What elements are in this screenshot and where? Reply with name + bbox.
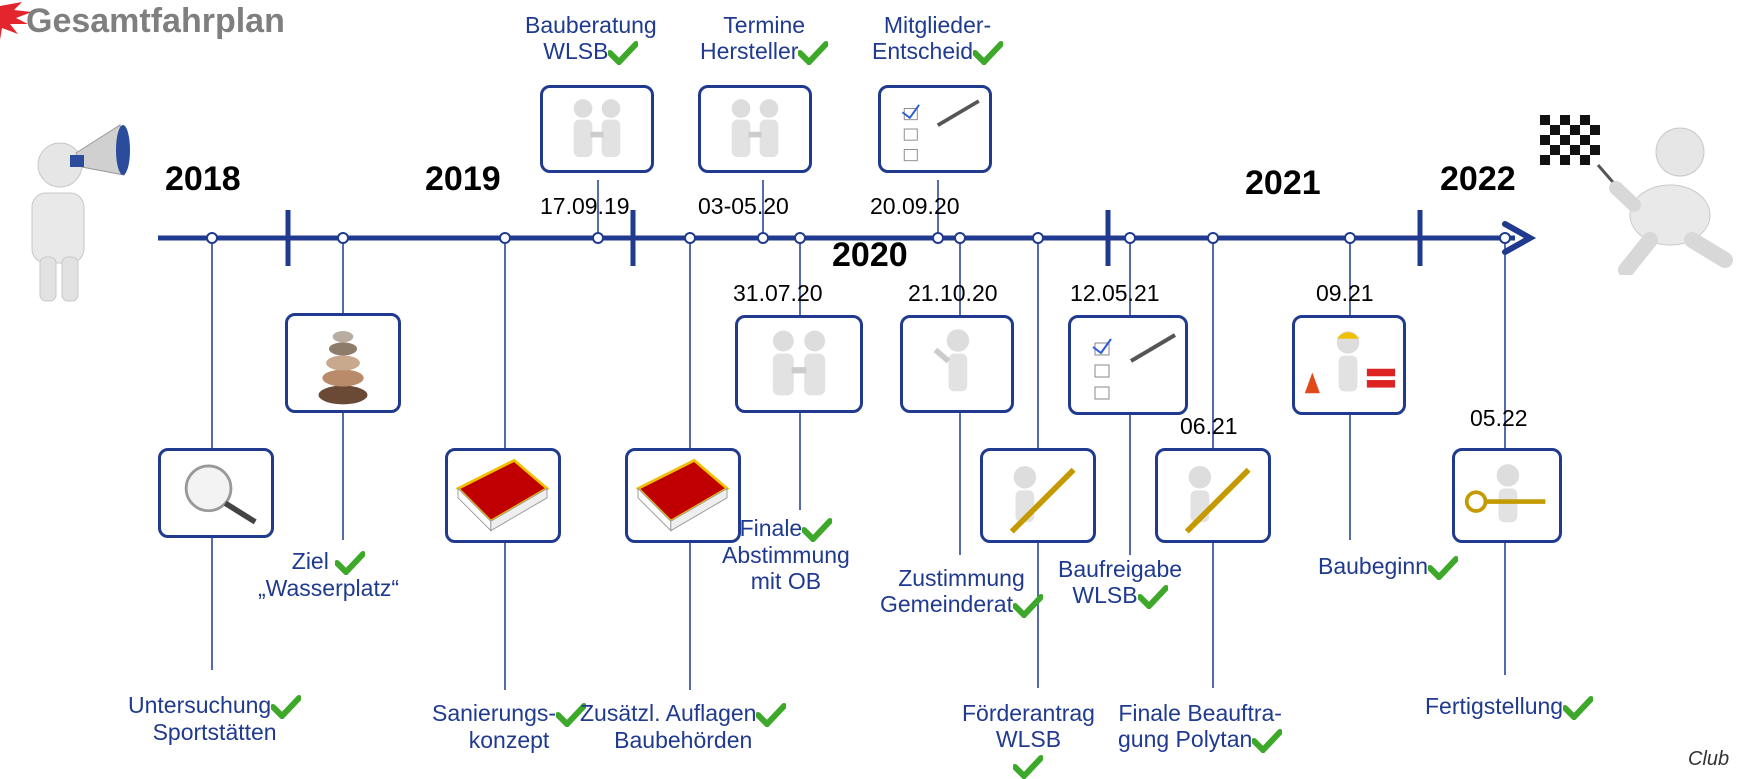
year-label: 2018 bbox=[165, 160, 241, 198]
milestone-label: Finale Abstimmung mit OB bbox=[722, 515, 850, 594]
date-label: 21.10.20 bbox=[908, 280, 998, 306]
checkmark-icon bbox=[335, 550, 366, 575]
milestone-label: Termine Hersteller bbox=[700, 12, 829, 65]
date-label: 03-05.20 bbox=[698, 193, 789, 219]
red-splash-icon bbox=[0, 2, 32, 40]
year-label: 2019 bbox=[425, 160, 501, 198]
date-label: 31.07.20 bbox=[733, 280, 823, 306]
thumbs-up-figure-icon bbox=[900, 315, 1014, 413]
checkmark-icon bbox=[1252, 728, 1283, 753]
year-label: 2021 bbox=[1245, 164, 1321, 202]
checkmark-icon bbox=[802, 517, 833, 542]
checklist-icon bbox=[1068, 315, 1188, 415]
milestone-label: Finale Beauftra- gung Polytan bbox=[1118, 700, 1283, 753]
milestone-label: Bauberatung WLSB bbox=[525, 12, 657, 65]
checkmark-icon bbox=[271, 694, 302, 719]
milestone-label: Untersuchung Sportstätten bbox=[128, 692, 302, 745]
timeline-arrow-head bbox=[1502, 221, 1537, 255]
milestone-label: Baufreigabe WLSB bbox=[1058, 556, 1183, 609]
handshake-icon bbox=[698, 85, 812, 173]
date-label: 09.21 bbox=[1316, 280, 1374, 306]
key-figure-icon bbox=[1452, 448, 1562, 543]
megaphone-figure-icon bbox=[31, 124, 130, 302]
year-label: 2022 bbox=[1440, 160, 1516, 198]
checkmark-icon bbox=[1013, 754, 1044, 779]
milestone-label: Baubeginn bbox=[1318, 553, 1458, 580]
milestone-label: Förderantrag WLSB bbox=[962, 700, 1095, 779]
checklist-icon bbox=[878, 85, 992, 173]
handshake-icon bbox=[540, 85, 654, 173]
pen-figure-icon bbox=[980, 448, 1096, 543]
year-label: 2020 bbox=[832, 236, 908, 274]
milestone-label: Sanierungs- konzept bbox=[432, 700, 587, 753]
stacked-stones-icon bbox=[285, 313, 401, 413]
milestone-label: Mitglieder- Entscheid bbox=[872, 12, 1004, 65]
checkmark-icon bbox=[973, 40, 1004, 65]
club-logo: Club bbox=[1688, 748, 1730, 770]
pen-figure-icon bbox=[1155, 448, 1271, 543]
checkmark-icon bbox=[1563, 695, 1594, 720]
magnifier-icon bbox=[158, 448, 274, 538]
construction-worker-icon bbox=[1292, 315, 1406, 415]
checkmark-icon bbox=[556, 702, 587, 727]
milestone-label: Zustimmung Gemeinderat bbox=[880, 565, 1043, 618]
checkmark-icon bbox=[1137, 584, 1168, 609]
date-label: 06.21 bbox=[1180, 413, 1238, 439]
date-label: 12.05.21 bbox=[1070, 280, 1160, 306]
checkmark-icon bbox=[1012, 593, 1043, 618]
checkmark-icon bbox=[1428, 555, 1458, 580]
checkered-flag-figure-icon bbox=[1540, 115, 1733, 275]
checkmark-icon bbox=[756, 702, 787, 727]
red-book-icon bbox=[445, 448, 561, 543]
date-label: 05.22 bbox=[1470, 405, 1528, 431]
handshake-icon bbox=[735, 315, 863, 413]
milestone-label: Fertigstellung bbox=[1425, 693, 1594, 720]
checkmark-icon bbox=[798, 40, 829, 65]
milestone-label: Zusätzl. Auflagen Baubehörden bbox=[580, 700, 787, 753]
date-label: 17.09.19 bbox=[540, 193, 630, 219]
milestone-label: Ziel „Wasserplatz“ bbox=[258, 548, 399, 601]
date-label: 20.09.20 bbox=[870, 193, 960, 219]
checkmark-icon bbox=[608, 40, 639, 65]
red-book-icon bbox=[625, 448, 741, 543]
page-title: Gesamtfahrplan bbox=[26, 2, 285, 40]
